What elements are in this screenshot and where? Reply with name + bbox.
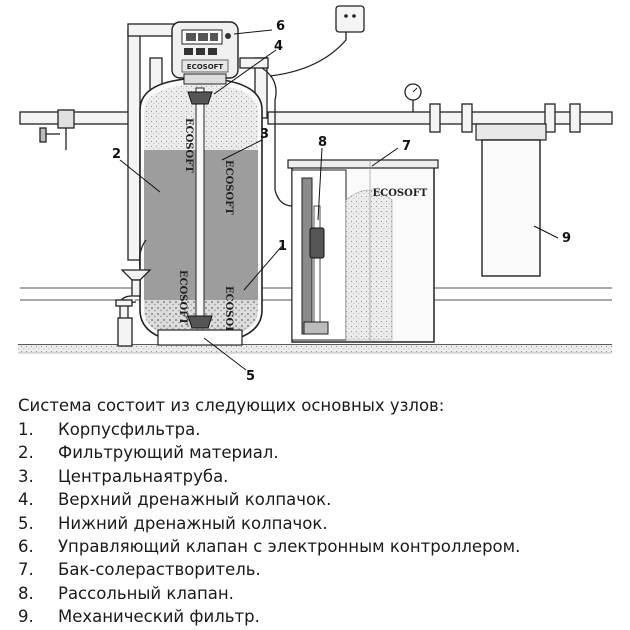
- legend-item: 8. Рассольный клапан.: [18, 582, 618, 605]
- tank-brand-3: ECOSOFT: [177, 270, 188, 325]
- legend-item-number: 3.: [18, 466, 34, 486]
- brine-tank: ECOSOFT: [287, 159, 439, 343]
- floor: [18, 344, 612, 354]
- legend-item: 6. Управляющий клапан с электронным конт…: [18, 535, 618, 558]
- legend-item-text: Верхний дренажный колпачок.: [58, 490, 332, 510]
- callout-6: 6: [276, 19, 285, 34]
- legend-item-text: Механический фильтр.: [58, 607, 260, 627]
- callout-leaders: [119, 29, 559, 371]
- legend-item-text: Нижний дренажный колпачок.: [58, 513, 328, 533]
- top-distributor: [187, 91, 213, 105]
- legend-item-text: Центральнаятруба.: [58, 466, 229, 486]
- drain-siphon: [115, 269, 152, 347]
- tank-brand-4: ECOSOFT: [223, 286, 234, 341]
- legend-item-text: Фильтрующий материал.: [58, 443, 279, 463]
- legend-item-number: 8.: [18, 583, 34, 603]
- legend-item-number: 7.: [18, 560, 34, 580]
- filter-tank: ECOSOFT ECOSOFT ECOSOFT ECOSOFT: [139, 77, 263, 346]
- main-pipe: [19, 83, 613, 150]
- callout-1: 1: [278, 239, 287, 254]
- legend-intro: Система состоит из следующих основных уз…: [18, 396, 445, 415]
- callout-5: 5: [246, 369, 255, 380]
- legend-item-text: Управляющий клапан с электронным контрол…: [58, 537, 521, 557]
- legend-item: 1. Корпусфильтра.: [18, 418, 618, 441]
- control-valve: ECOSOFT: [171, 21, 239, 85]
- callout-4: 4: [274, 39, 283, 54]
- legend-item-number: 6.: [18, 537, 34, 557]
- legend-item-number: 5.: [18, 513, 34, 533]
- bottom-distributor: [187, 315, 213, 329]
- legend-item-text: Корпусфильтра.: [58, 420, 201, 439]
- legend-item-number: 4.: [18, 490, 34, 510]
- legend-item-number: 9.: [18, 607, 34, 627]
- central-pipe: [195, 87, 205, 319]
- callout-labels: 1 2 3 4 5 6 7 8 9: [112, 19, 571, 380]
- controller-brand: ECOSOFT: [187, 63, 224, 71]
- legend-item: 4. Верхний дренажный колпачок.: [18, 488, 618, 511]
- legend-item: 5. Нижний дренажный колпачок.: [18, 512, 618, 535]
- callout-2: 2: [112, 147, 121, 162]
- power-supply: [269, 5, 365, 77]
- tank-brand-2: ECOSOFT: [223, 160, 234, 215]
- legend-list: 1. Корпусфильтра. 2. Фильтрующий материа…: [18, 418, 618, 629]
- legend-item-text: Бак-солерастворитель.: [58, 560, 261, 580]
- legend-item-number: 1.: [18, 420, 34, 439]
- legend-item: 2. Фильтрующий материал.: [18, 441, 618, 464]
- legend-item-number: 2.: [18, 443, 34, 463]
- water-softener-diagram: ECOSOFT ECOSOFT ECOSOFT ECOSOFT ECOSOFT: [18, 5, 613, 380]
- callout-9: 9: [562, 231, 571, 246]
- callout-8: 8: [318, 135, 327, 150]
- components-legend: Система состоит из следующих основных уз…: [18, 394, 618, 629]
- tank-brand-1: ECOSOFT: [183, 118, 194, 173]
- legend-item: 3. Центральнаятруба.: [18, 465, 618, 488]
- legend-item: 7. Бак-солерастворитель.: [18, 558, 618, 581]
- callout-7: 7: [402, 139, 411, 154]
- mechanical-filter: [475, 123, 547, 277]
- brine-tank-brand: ECOSOFT: [373, 188, 428, 199]
- legend-item: 9. Механический фильтр.: [18, 605, 618, 628]
- legend-item-text: Рассольный клапан.: [58, 583, 234, 603]
- callout-3: 3: [260, 127, 269, 142]
